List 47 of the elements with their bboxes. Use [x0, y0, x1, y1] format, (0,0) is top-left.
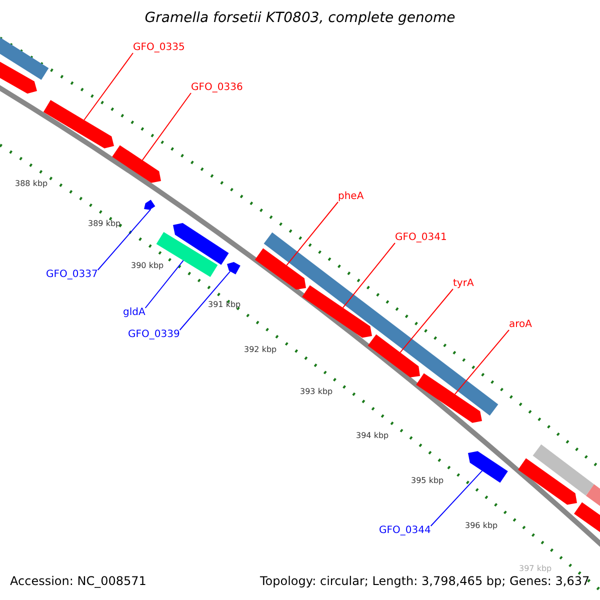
gene-feature — [254, 248, 306, 290]
feature-bar — [532, 444, 594, 496]
gene-label: GFO_0339 — [128, 330, 180, 340]
position-label: 393 kbp — [300, 388, 333, 396]
gene-label: GFO_0336 — [191, 83, 243, 93]
position-label: 390 kbp — [131, 262, 164, 270]
leader-line — [342, 242, 396, 308]
gene-label: tyrA — [453, 279, 474, 289]
gene-feature — [368, 334, 420, 378]
position-label: 397 kbp — [519, 565, 552, 573]
position-label: 395 kbp — [411, 477, 444, 485]
gene-label: GFO_0344 — [379, 526, 431, 536]
leader-line — [454, 330, 510, 395]
gene-feature — [173, 223, 229, 265]
gene-feature — [144, 200, 156, 210]
gene-feature — [468, 451, 508, 483]
gene-feature — [112, 145, 161, 183]
gene-feature — [43, 100, 114, 148]
feature-bar — [264, 232, 498, 416]
position-label: 388 kbp — [15, 180, 48, 188]
leader-line — [97, 208, 152, 270]
leader-line — [84, 52, 134, 120]
gene-label: GFO_0341 — [395, 233, 447, 243]
accession-text: Accession: NC_008571 — [10, 575, 146, 587]
gene-label: pheA — [338, 192, 364, 202]
title: Gramella forsetii KT0803, complete genome — [144, 11, 456, 25]
gene-feature — [518, 458, 577, 505]
gene-feature — [416, 373, 482, 423]
genome-stats-text: Topology: circular; Length: 3,798,465 bp; Genes: 3,637 — [260, 575, 590, 587]
leader-line — [142, 92, 192, 161]
position-label: 396 kbp — [465, 522, 498, 530]
gene-label: gldA — [123, 308, 146, 318]
leader-line — [179, 270, 231, 330]
gene-label: aroA — [509, 320, 532, 330]
leader-line — [400, 288, 454, 353]
leader-line — [144, 260, 184, 308]
gene-label: GFO_0337 — [46, 270, 98, 280]
leader-line — [430, 470, 483, 526]
leader-line — [286, 202, 338, 266]
position-label: 392 kbp — [244, 346, 277, 354]
position-label: 394 kbp — [356, 432, 389, 440]
gene-feature — [227, 262, 240, 274]
position-label: 391 kbp — [208, 301, 241, 309]
gene-feature — [574, 502, 600, 534]
gene-feature — [302, 285, 372, 338]
gene-label: GFO_0335 — [133, 43, 185, 53]
position-label: 389 kbp — [88, 220, 121, 228]
